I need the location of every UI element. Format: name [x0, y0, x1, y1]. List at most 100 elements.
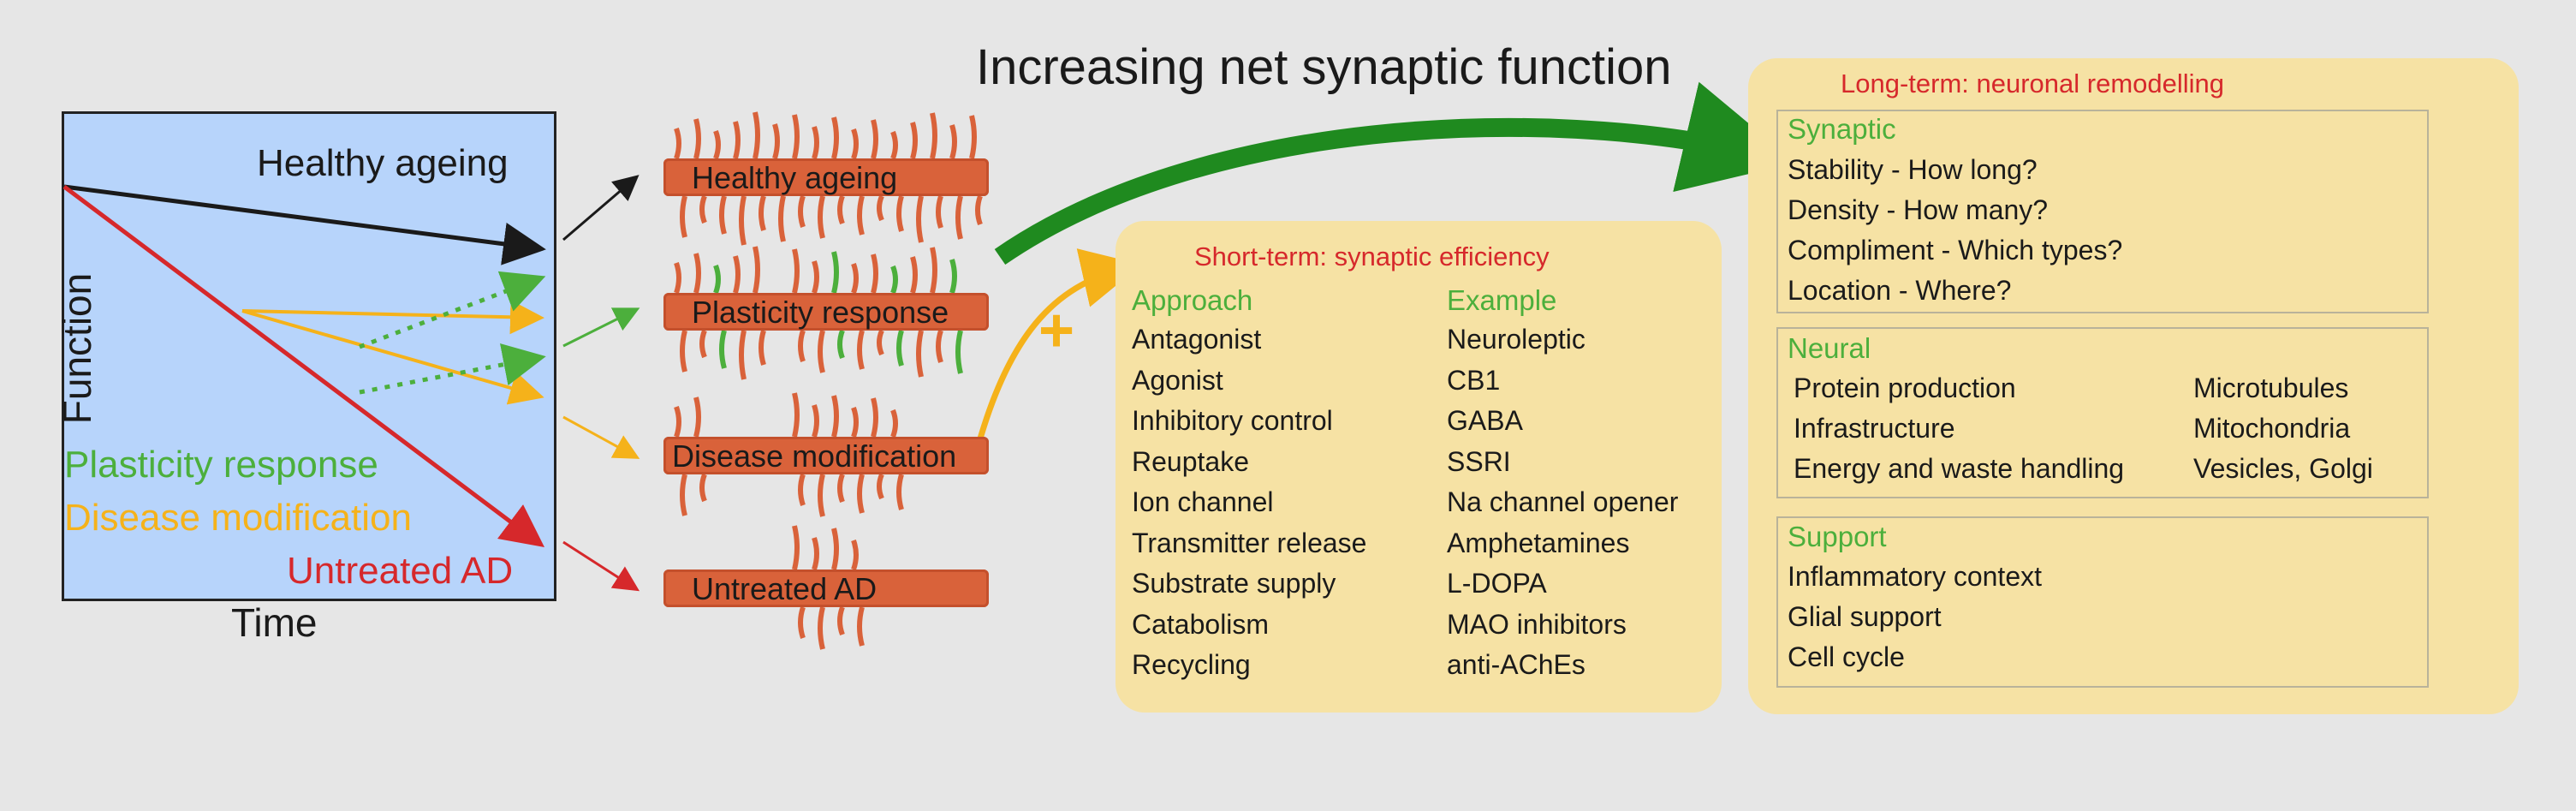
healthy-line	[63, 184, 546, 265]
dendrite-spine	[857, 474, 865, 514]
neuron-bar	[663, 569, 989, 607]
dendrite-spine	[674, 128, 681, 159]
dendrite-spine	[680, 330, 687, 373]
support-subbox	[1776, 516, 2429, 688]
dendrite-spine	[778, 195, 786, 242]
dendrite-spine	[719, 330, 727, 369]
neuron-label: Plasticity response	[692, 295, 949, 330]
example-item: L-DOPA	[1447, 568, 1547, 599]
dendrite-spine	[896, 195, 904, 232]
neural-item: Microtubules	[2193, 373, 2349, 403]
dendrite-spine	[699, 329, 707, 359]
dendrite-spine	[831, 528, 839, 570]
neuron-label: Untreated AD	[692, 571, 878, 606]
dendrite-spine	[831, 251, 839, 294]
dendrite-spine	[798, 330, 806, 362]
dendrite-spine	[693, 397, 701, 438]
dendrite-spine	[871, 119, 878, 159]
approach-item: Transmitter release	[1132, 527, 1367, 558]
dendrite-spine	[812, 126, 819, 159]
dendrite-spine	[674, 262, 681, 294]
dendrite-spine	[949, 259, 957, 294]
dendrite-spine	[851, 128, 859, 159]
long-term-title: Long-term: neuronal remodelling	[1841, 69, 2225, 98]
dendrite-spine	[792, 392, 800, 438]
diagram-title: Increasing net synaptic function	[976, 39, 1672, 95]
synaptic-subbox	[1776, 110, 2429, 313]
synaptic-item: Density - How many?	[1788, 194, 2049, 225]
to-untreated-arrow	[562, 540, 640, 592]
dendrite-spine	[693, 118, 701, 159]
to-plasticity-arrow	[562, 307, 640, 348]
dendrite-spine	[969, 115, 977, 159]
dendrite-spine	[837, 194, 845, 225]
dendrite-spine	[812, 537, 819, 570]
dendrite-spine	[772, 123, 780, 159]
neural-item: Vesicles, Golgi	[2193, 453, 2373, 484]
support-item: Cell cycle	[1788, 641, 1905, 672]
dendrite-spine	[693, 253, 701, 294]
dendrite-spine	[713, 129, 721, 160]
dendrite-spine	[733, 255, 741, 294]
disease-line-lower	[241, 309, 544, 405]
neural-item: Protein production	[1794, 373, 2016, 403]
dendrite-spine	[680, 195, 687, 238]
dendrite-spine	[818, 606, 825, 650]
function-time-graph	[62, 111, 556, 601]
support-item: Inflammatory context	[1788, 561, 2042, 592]
neural-item: Mitochondria	[2193, 413, 2351, 444]
neuron-dendrites	[674, 111, 983, 650]
dendrite-spine	[916, 330, 924, 378]
dendrite-spine	[792, 525, 800, 570]
disease-graph-label: Disease modification	[64, 497, 412, 539]
dendrite-spine	[930, 247, 937, 294]
dendrite-spine	[851, 540, 859, 570]
neuron-bar	[663, 437, 989, 474]
approach-item: Antagonist	[1132, 324, 1262, 355]
dendrite-spine	[739, 330, 747, 380]
dendrite-spine	[890, 265, 898, 295]
example-item: CB1	[1447, 364, 1501, 396]
plasticity-dotted-upper	[359, 271, 546, 349]
dendrite-spine	[792, 114, 800, 159]
support-item: Glial support	[1788, 601, 1942, 632]
dendrite-spine	[857, 606, 865, 647]
dendrite-spine	[812, 404, 819, 438]
dendrite-spine	[955, 330, 963, 374]
dendrite-spine	[818, 330, 825, 373]
example-header: Example	[1447, 284, 1557, 316]
dendrite-spine	[975, 194, 983, 226]
dendrite-spine	[877, 329, 884, 356]
example-item: SSRI	[1447, 445, 1511, 477]
dendrite-spine	[851, 263, 859, 294]
plasticity-graph-label: Plasticity response	[64, 444, 378, 486]
short-term-box	[1115, 221, 1722, 713]
big-green-arrow	[994, 81, 1796, 265]
dendrite-spine	[699, 473, 707, 503]
dendrite-spine	[719, 195, 727, 235]
dendrite-spine	[831, 116, 839, 159]
dendrite-spine	[733, 121, 741, 159]
dendrite-spine	[936, 330, 943, 363]
neuron-label: Healthy ageing	[692, 160, 898, 195]
approach-item: Agonist	[1132, 364, 1223, 396]
plasticity-dotted-lower	[359, 343, 546, 395]
dendrite-spine	[896, 330, 904, 367]
dendrite-spine	[890, 130, 898, 160]
dendrite-spine	[837, 605, 845, 636]
example-item: GABA	[1447, 405, 1523, 436]
approach-item: Recycling	[1132, 649, 1251, 680]
dendrite-spine	[674, 406, 681, 438]
dendrite-spine	[798, 606, 806, 639]
dendrite-spine	[753, 111, 760, 159]
to-disease-arrow	[562, 415, 640, 459]
dendrite-spine	[857, 330, 865, 370]
dendrite-spine	[798, 195, 806, 228]
dendrite-spine	[812, 260, 819, 294]
untreated-graph-label: Untreated AD	[287, 550, 514, 592]
neural-item: Energy and waste handling	[1794, 453, 2125, 484]
to-healthy-arrow	[562, 175, 640, 242]
dendrite-spine	[930, 112, 937, 159]
dendrite-spine	[713, 264, 721, 295]
neural-item: Infrastructure	[1794, 413, 1955, 444]
